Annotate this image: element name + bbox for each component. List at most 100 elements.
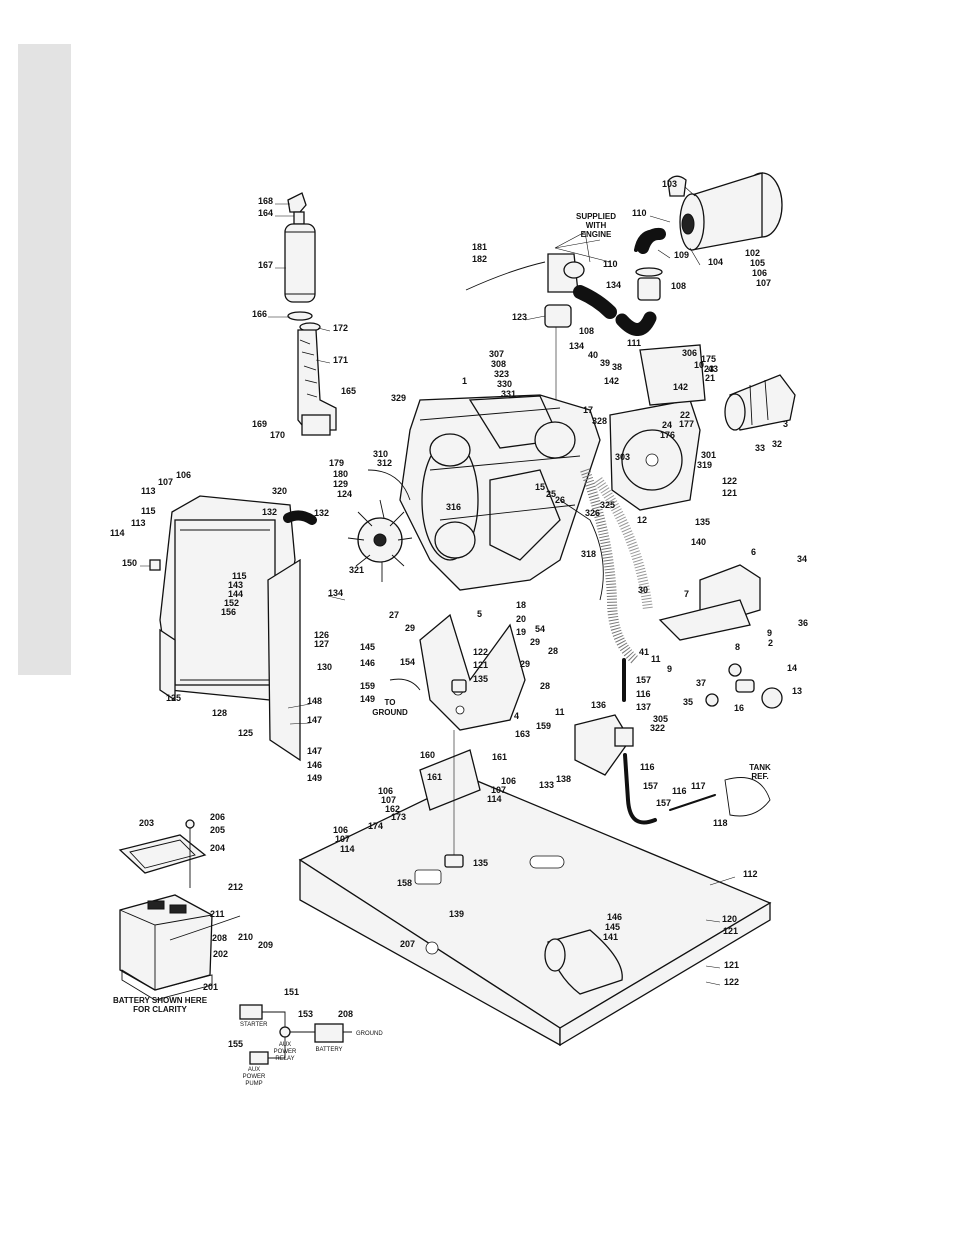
- muffler-assembly: [284, 192, 337, 436]
- callout-114: 114: [487, 794, 502, 804]
- callout-135: 135: [473, 674, 488, 684]
- callout-305: 305: [653, 714, 668, 724]
- callout-130: 130: [317, 662, 332, 672]
- callout-136: 136: [591, 700, 606, 710]
- radiator: [149, 495, 317, 762]
- aux-pump-label: POWER: [243, 1074, 266, 1080]
- callout-8: 8: [735, 642, 740, 652]
- ground-label: GROUND: [356, 1031, 383, 1037]
- callout-107: 107: [335, 834, 350, 844]
- callout-2: 2: [768, 638, 773, 648]
- callout-208: 208: [212, 933, 227, 943]
- callout-135: 135: [695, 517, 710, 527]
- callout-27: 27: [389, 610, 399, 620]
- callout-15: 15: [535, 482, 545, 492]
- callout-36: 36: [798, 618, 808, 628]
- callout-16: 16: [734, 703, 744, 713]
- callout-116: 116: [636, 689, 651, 699]
- callout-181: 181: [472, 242, 487, 252]
- callout-7: 7: [684, 589, 689, 599]
- note-tank-ref: TANK REF.: [749, 763, 771, 781]
- note-battery-shown: BATTERY SHOWN HERE FOR CLARITY: [113, 996, 208, 1014]
- callout-116: 116: [640, 762, 655, 772]
- note-line: WITH: [586, 221, 607, 230]
- callout-128: 128: [212, 708, 227, 718]
- callout-110: 110: [603, 259, 618, 269]
- callout-164: 164: [258, 208, 273, 218]
- callout-208: 208: [338, 1009, 353, 1019]
- aux-pump-label: AUX: [248, 1067, 260, 1073]
- callout-111: 111: [627, 338, 641, 348]
- callout-13: 13: [792, 686, 802, 696]
- callout-37: 37: [696, 678, 706, 688]
- callout-140: 140: [691, 537, 706, 547]
- engine-mount-bracket: [389, 613, 526, 731]
- callout-125: 125: [238, 728, 253, 738]
- callout-125: 125: [166, 693, 181, 703]
- callout-180: 180: [333, 469, 348, 479]
- callout-202: 202: [213, 949, 228, 959]
- callout-205: 205: [210, 825, 225, 835]
- callout-103: 103: [662, 179, 677, 189]
- callout-158: 158: [397, 878, 412, 888]
- relay-box: [658, 564, 783, 709]
- aux-power-schematic: [239, 1004, 352, 1065]
- callout-329: 329: [391, 393, 406, 403]
- note-line: ENGINE: [581, 230, 612, 239]
- callout-29: 29: [530, 637, 540, 647]
- callout-171: 171: [333, 355, 348, 365]
- callout-11: 11: [651, 654, 661, 664]
- callout-133: 133: [539, 780, 554, 790]
- callout-210: 210: [238, 932, 253, 942]
- note-line: BATTERY SHOWN HERE: [113, 996, 208, 1005]
- callout-154: 154: [400, 657, 415, 667]
- callout-109: 109: [674, 250, 689, 260]
- note-supplied-with-engine: SUPPLIED WITH ENGINE: [576, 212, 616, 239]
- callout-206: 206: [210, 812, 225, 822]
- callout-159: 159: [536, 721, 551, 731]
- callout-14: 14: [787, 663, 797, 673]
- callout-134: 134: [569, 341, 584, 351]
- callout-177: 177: [679, 419, 694, 429]
- callout-308: 308: [491, 359, 506, 369]
- callout-113: 113: [141, 486, 156, 496]
- callout-147: 147: [307, 715, 322, 725]
- callout-124: 124: [337, 489, 352, 499]
- callout-115: 115: [141, 506, 156, 516]
- callout-35: 35: [683, 697, 693, 707]
- callout-207: 207: [400, 939, 415, 949]
- callout-176: 176: [660, 430, 675, 440]
- callout-170: 170: [270, 430, 285, 440]
- callout-20: 20: [516, 614, 526, 624]
- callout-121: 121: [722, 488, 737, 498]
- note-line: SUPPLIED: [576, 212, 616, 221]
- callout-212: 212: [228, 882, 243, 892]
- callout-9: 9: [667, 664, 672, 674]
- callout-312: 312: [377, 458, 392, 468]
- callout-129: 129: [333, 479, 348, 489]
- callout-123: 123: [512, 312, 527, 322]
- callout-161: 161: [492, 752, 507, 762]
- callout-145: 145: [360, 642, 375, 652]
- callout-331: 331: [501, 389, 516, 399]
- callout-115: 115: [232, 571, 247, 581]
- callout-141: 141: [603, 932, 618, 942]
- callout-209: 209: [258, 940, 273, 950]
- callout-172: 172: [333, 323, 348, 333]
- callout-108: 108: [671, 281, 686, 291]
- callout-116: 116: [672, 786, 687, 796]
- callout-106: 106: [176, 470, 191, 480]
- callout-143: 143: [228, 580, 243, 590]
- callout-134: 134: [606, 280, 621, 290]
- callout-106: 106: [378, 786, 393, 796]
- callout-110: 110: [632, 208, 647, 218]
- callout-11: 11: [555, 707, 565, 717]
- callout-122: 122: [724, 977, 739, 987]
- callout-147: 147: [307, 746, 322, 756]
- callout-156: 156: [221, 607, 236, 617]
- callout-149: 149: [307, 773, 322, 783]
- callout-132: 132: [314, 508, 329, 518]
- callout-152: 152: [224, 598, 239, 608]
- callout-3: 3: [783, 419, 788, 429]
- callout-182: 182: [472, 254, 487, 264]
